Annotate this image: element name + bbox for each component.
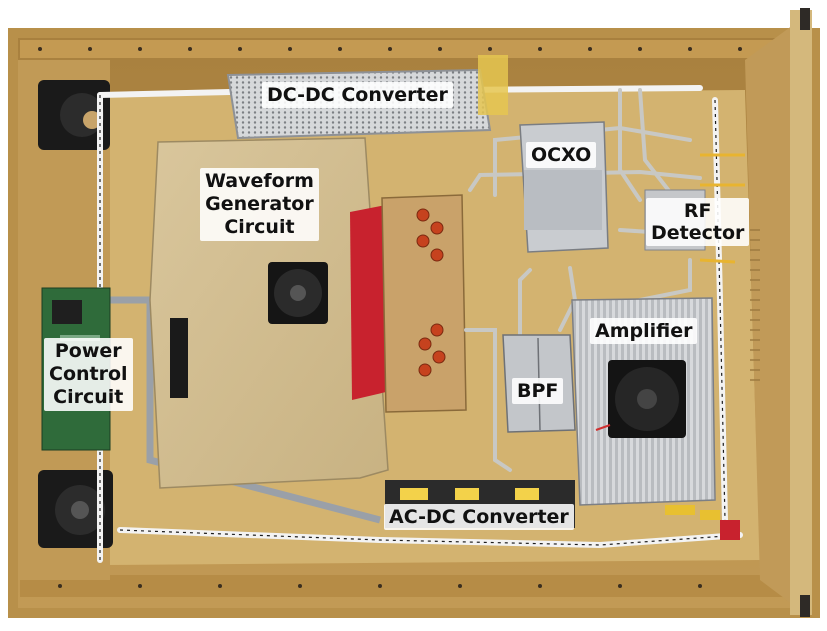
label-power-line1: Power — [54, 340, 122, 362]
label-bpf: BPF — [512, 378, 564, 404]
left-top-fan — [38, 80, 110, 150]
label-ocxo: OCXO — [526, 142, 597, 168]
label-bpf-text: BPF — [517, 380, 559, 402]
label-dc-dc-converter-text: DC-DC Converter — [267, 84, 448, 106]
label-power-line2: Control — [49, 363, 128, 385]
label-rf-line1: RF — [683, 200, 712, 222]
label-dc-dc-converter: DC-DC Converter — [262, 82, 453, 108]
label-rf-detector: RF Detector — [646, 198, 750, 246]
label-ocxo-text: OCXO — [531, 144, 592, 166]
label-ac-dc-converter-text: AC-DC Converter — [389, 506, 569, 528]
red-pcb — [350, 205, 386, 400]
rf-module — [381, 194, 467, 413]
label-waveform-generator-circuit: Waveform Generator Circuit — [200, 168, 319, 241]
label-ac-dc-converter: AC-DC Converter — [384, 504, 574, 530]
label-power-control-circuit: Power Control Circuit — [44, 338, 133, 411]
left-bottom-fan — [38, 470, 113, 548]
label-waveform-line1: Waveform — [205, 170, 314, 192]
label-power-line3: Circuit — [53, 386, 124, 408]
label-amplifier-text: Amplifier — [595, 320, 693, 342]
label-amplifier: Amplifier — [590, 318, 698, 344]
label-waveform-line2: Generator — [205, 193, 314, 215]
amplifier-heatsink — [571, 297, 716, 506]
label-waveform-line3: Circuit — [224, 216, 295, 238]
label-rf-line2: Detector — [651, 222, 745, 244]
